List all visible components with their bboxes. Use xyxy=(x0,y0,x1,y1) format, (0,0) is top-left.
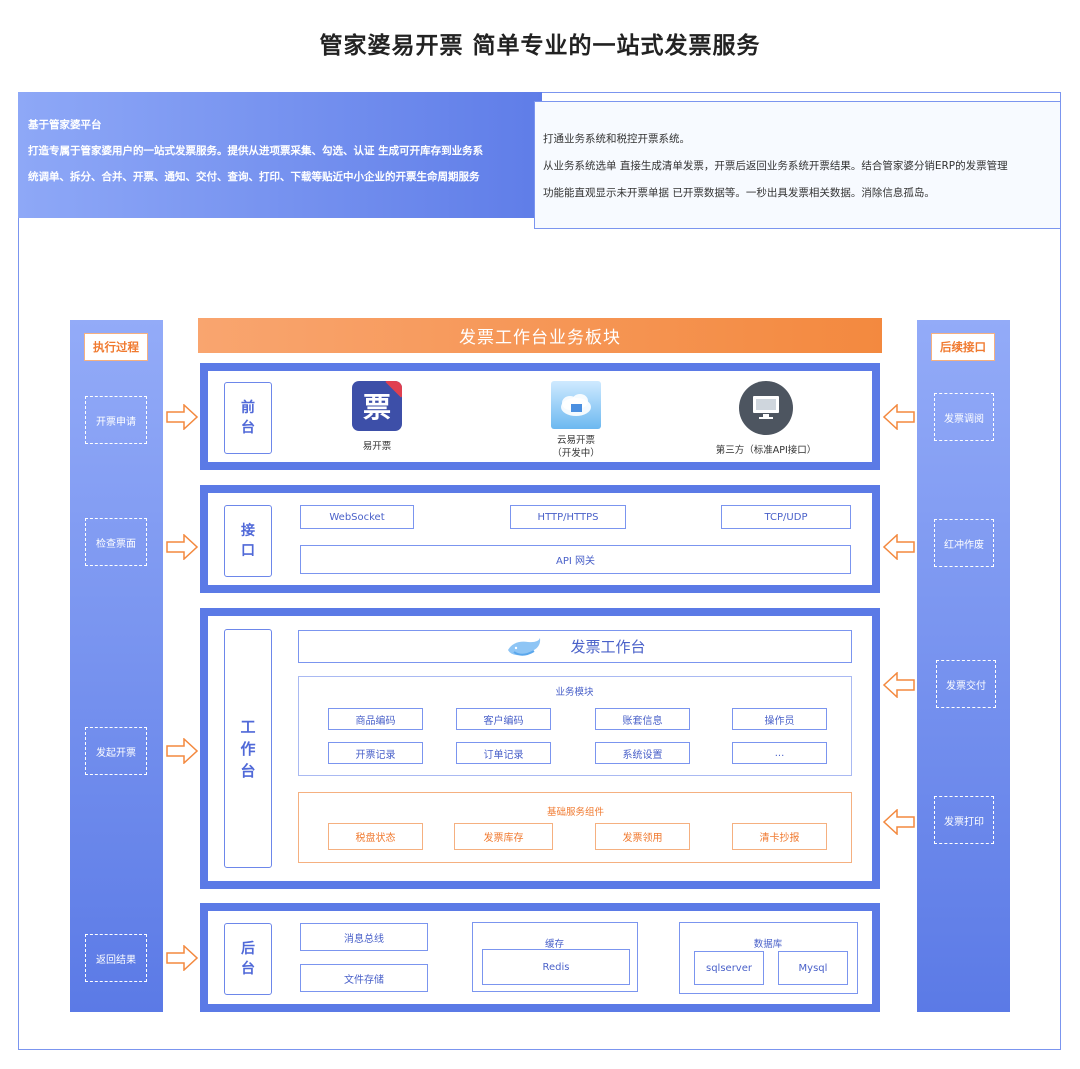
right-interface-panel: 后续接口 发票调阅 红冲作废 发票交付 发票打印 xyxy=(917,320,1010,1012)
base-services-title: 基础服务组件 xyxy=(546,807,604,818)
intro-right-line2: 从业务系统选单 直接生成清单发票，开票后返回业务系统开票结果。结合管家婆分销ER… xyxy=(543,160,1008,172)
left-item-1: 检查票面 xyxy=(85,518,147,566)
left-panel-title: 执行过程 xyxy=(84,333,148,361)
intro-left-heading: 基于管家婆平台 xyxy=(28,119,102,131)
cache-redis: Redis xyxy=(482,949,630,985)
workbench-layer-label: 工 作 台 xyxy=(224,629,272,868)
intro-right-panel: 打通业务系统和税控开票系统。 从业务系统选单 直接生成清单发票，开票后返回业务系… xyxy=(534,101,1061,229)
arrow-right-icon xyxy=(166,738,198,764)
arrow-right-icon xyxy=(166,404,198,430)
file-storage: 文件存储 xyxy=(300,964,428,992)
front-layer-label: 前 台 xyxy=(224,382,272,454)
intro-left-line2: 统调单、拆分、合并、开票、通知、交付、查询、打印、下载等贴近中小企业的开票生命周… xyxy=(28,171,480,183)
app-name-yikaipiao: 易开票 xyxy=(362,441,392,452)
intro-right-line3: 功能能直观显示未开票单据 已开票数据等。一秒出具发票相关数据。消除信息孤岛。 xyxy=(543,187,935,199)
intro-left-panel: 基于管家婆平台 打造专属于管家婆用户的一站式发票服务。提供从进项票采集、勾选、认… xyxy=(18,92,542,218)
module-item: ... xyxy=(732,742,827,764)
arrow-right-icon xyxy=(166,534,198,560)
right-item-0: 发票调阅 xyxy=(934,393,994,441)
module-item: 客户编码 xyxy=(456,708,551,730)
arrow-left-icon xyxy=(883,534,915,560)
business-modules-panel: 业务模块 商品编码 客户编码 账套信息 操作员 开票记录 订单记录 系统设置 .… xyxy=(298,676,852,776)
message-bus: 消息总线 xyxy=(300,923,428,951)
base-service-item: 发票领用 xyxy=(595,823,690,850)
workbench-layer: 工 作 台 发票工作台 业务模块 商品编码 客户编码 账套信息 操作员 开票记录… xyxy=(200,608,880,889)
base-service-item: 发票库存 xyxy=(454,823,553,850)
business-banner: 发票工作台业务板块 xyxy=(198,318,882,353)
third-party-app-icon[interactable] xyxy=(739,381,793,435)
cache-group: 缓存 Redis xyxy=(472,922,638,992)
db-sqlserver: sqlserver xyxy=(694,951,764,985)
arrow-left-icon xyxy=(883,809,915,835)
whale-icon xyxy=(508,637,541,656)
backend-layer: 后 台 消息总线 文件存储 缓存 Redis 数据库 sqlserver Mys… xyxy=(200,903,880,1012)
right-item-2: 发票交付 xyxy=(936,660,996,708)
interface-layer-label: 接 口 xyxy=(224,505,272,577)
module-item: 订单记录 xyxy=(456,742,551,764)
left-item-3: 返回结果 xyxy=(85,934,147,982)
left-item-2: 发起开票 xyxy=(85,727,147,775)
base-services-panel: 基础服务组件 税盘状态 发票库存 发票领用 清卡抄报 xyxy=(298,792,852,863)
right-item-3: 发票打印 xyxy=(934,796,994,844)
cloud-app-icon[interactable] xyxy=(551,381,601,429)
api-gateway: API 网关 xyxy=(300,545,851,574)
module-item: 商品编码 xyxy=(328,708,423,730)
left-process-panel: 执行过程 开票申请 检查票面 发起开票 返回结果 xyxy=(70,320,163,1012)
base-service-item: 清卡抄报 xyxy=(732,823,827,850)
protocol-tcp: TCP/UDP xyxy=(721,505,851,529)
module-item: 开票记录 xyxy=(328,742,423,764)
arrow-left-icon xyxy=(883,672,915,698)
modules-title: 业务模块 xyxy=(555,687,594,698)
app-name-cloud: 云易开票 xyxy=(556,435,595,446)
workbench-header-text: 发票工作台 xyxy=(570,638,646,656)
front-layer: 前 台 票 易开票 云易开票 （开发中） 第三方（标准API接口） xyxy=(200,363,880,470)
base-service-item: 税盘状态 xyxy=(328,823,423,850)
database-title: 数据库 xyxy=(753,939,783,950)
cloud-icon xyxy=(561,394,591,416)
protocol-http: HTTP/HTTPS xyxy=(510,505,626,529)
page-title: 管家婆易开票 简单专业的一站式发票服务 xyxy=(319,33,761,59)
database-group: 数据库 sqlserver Mysql xyxy=(679,922,858,994)
monitor-icon xyxy=(753,396,779,419)
intro-left-line1: 打造专属于管家婆用户的一站式发票服务。提供从进项票采集、勾选、认证 生成可开库存… xyxy=(28,145,484,157)
module-item: 系统设置 xyxy=(595,742,690,764)
protocol-websocket: WebSocket xyxy=(300,505,414,529)
right-panel-title: 后续接口 xyxy=(931,333,995,361)
app-sub-cloud: （开发中） xyxy=(552,448,600,459)
intro-right-line1: 打通业务系统和税控开票系统。 xyxy=(543,133,690,145)
left-item-0: 开票申请 xyxy=(85,396,147,444)
interface-layer: 接 口 WebSocket HTTP/HTTPS TCP/UDP API 网关 xyxy=(200,485,880,593)
backend-layer-label: 后 台 xyxy=(224,923,272,995)
workbench-header: 发票工作台 xyxy=(298,630,852,663)
db-mysql: Mysql xyxy=(778,951,848,985)
yikaipiao-app-icon[interactable]: 票 xyxy=(352,381,402,431)
ticket-glyph: 票 xyxy=(362,391,391,424)
cache-title: 缓存 xyxy=(544,939,564,950)
right-item-1: 红冲作废 xyxy=(934,519,994,567)
module-item: 操作员 xyxy=(732,708,827,730)
module-item: 账套信息 xyxy=(595,708,690,730)
arrow-left-icon xyxy=(883,404,915,430)
app-name-third-party: 第三方（标准API接口） xyxy=(715,445,817,456)
arrow-right-icon xyxy=(166,945,198,971)
